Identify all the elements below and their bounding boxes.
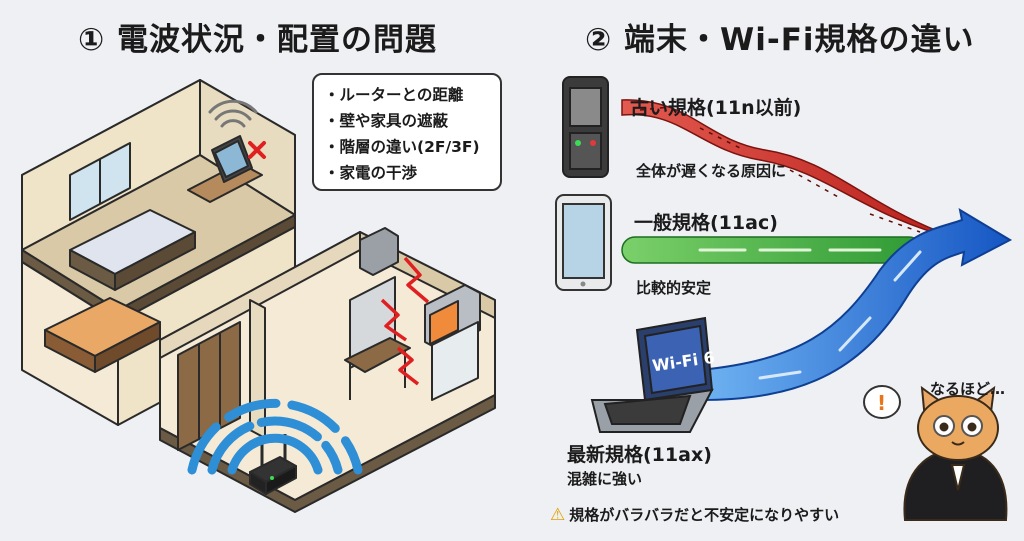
tablet-icon [555, 194, 612, 291]
callout-item: ・家電の干渉 [324, 164, 418, 182]
standard-label: 一般規格(11ac) [634, 212, 778, 234]
warning-icon: ⚠ [550, 505, 566, 525]
weak-signal-icon [208, 99, 258, 128]
callout-item: ・階層の違い(2F/3F) [324, 138, 480, 156]
section-title-placement: ① 電波状況・配置の問題 [78, 22, 438, 58]
standard-desc: 比較的安定 [636, 279, 712, 297]
causes-callout: ・ルーターとの距離 ・壁や家具の遮蔽 ・階層の違い(2F/3F) ・家電の干渉 [312, 73, 502, 191]
standard-stream [621, 236, 923, 264]
old-standard-label: 古い規格(11n以前) [630, 97, 802, 119]
interference-bolt-icon [380, 256, 430, 386]
cat-speech-bubble [863, 385, 901, 419]
latest-standard-label: 最新規格(11ax) [567, 444, 712, 466]
warning-note: ⚠規格がバラバラだと不安定になりやすい [550, 504, 839, 525]
callout-item: ・壁や家具の遮蔽 [324, 112, 449, 130]
cat-speech-text: なるほど… [930, 380, 1006, 398]
router-signal-waves [187, 398, 363, 475]
latest-standard-desc: 混雑に強い [567, 470, 643, 488]
cat-mascot [903, 385, 1008, 521]
latest-standard-stream [699, 207, 1013, 402]
old-standard-desc: 全体が遅くなる原因に [636, 162, 787, 180]
warning-text: 規格がバラバラだと不安定になりやすい [569, 506, 840, 524]
old-phone-icon [562, 76, 609, 178]
no-connection-x-icon [248, 141, 266, 159]
section-title-standards: ② 端末・Wi-Fi規格の違い [585, 22, 975, 58]
laptop-icon [590, 316, 714, 433]
exclamation-icon: ! [877, 391, 887, 415]
callout-item: ・ルーターとの距離 [324, 86, 464, 104]
